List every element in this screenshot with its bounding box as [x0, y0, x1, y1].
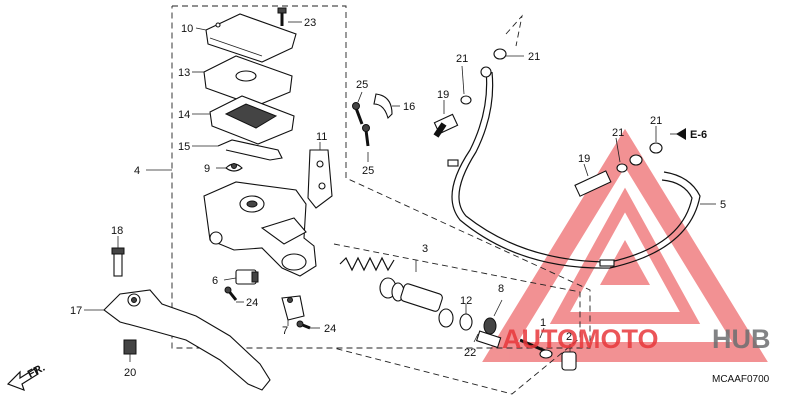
callout-15: 15 [178, 141, 190, 153]
reference-label: E-6 [690, 129, 707, 141]
callout-4: 4 [134, 165, 140, 177]
callout-16: 16 [403, 101, 415, 113]
callout-9: 9 [204, 163, 210, 175]
callout-14: 14 [178, 109, 190, 121]
brake-switch [235, 269, 259, 285]
watermark-logo [482, 128, 768, 362]
banjo-bolt-upper [433, 113, 459, 138]
watermark-brand-red: AUTOMOTO [502, 324, 659, 354]
callout-3: 3 [422, 243, 428, 255]
diaphragm [209, 95, 295, 145]
callout-labels: 10 23 13 14 15 9 4 11 25 16 25 19 21 21 … [70, 17, 726, 379]
callout-21-d: 21 [650, 115, 662, 127]
callout-12: 12 [460, 295, 472, 307]
reference-arrow [676, 128, 686, 140]
cap-screw [277, 7, 287, 26]
front-label: FR. [26, 362, 47, 381]
assembly-outline [171, 5, 591, 395]
diaphragm-plate [203, 55, 293, 107]
push-rod [519, 338, 553, 359]
pivot-nut [123, 339, 137, 355]
callout-21-c: 21 [612, 127, 624, 139]
holder-bolt-upper [352, 102, 364, 125]
banjo-bolt-lower [574, 170, 612, 197]
callout-19-upper: 19 [437, 89, 449, 101]
clip [225, 163, 243, 172]
sealing-washers [460, 48, 663, 173]
callout-23: 23 [304, 17, 316, 29]
float-plate [217, 139, 283, 161]
callout-13: 13 [178, 67, 190, 79]
piston-kit [339, 256, 502, 349]
callout-2: 2 [566, 331, 572, 343]
bracket-screw [296, 320, 311, 330]
callout-8: 8 [498, 283, 504, 295]
pivot-bolt [111, 247, 125, 277]
watermark-brand-gray: HUB [712, 324, 771, 354]
switch-bracket [281, 295, 305, 321]
callout-6: 6 [212, 275, 218, 287]
handlebar-clamp [373, 93, 393, 120]
brake-lever [103, 289, 271, 391]
callout-19-lower: 19 [578, 153, 590, 165]
callout-22: 22 [464, 347, 476, 359]
front-direction-marker: FR. [6, 362, 47, 392]
callout-21-a: 21 [456, 53, 468, 65]
holder-clamp [307, 149, 333, 209]
boot-cap [561, 351, 577, 371]
callout-25-lower: 25 [362, 165, 374, 177]
callout-11: 11 [316, 131, 327, 143]
callout-5: 5 [720, 199, 726, 211]
brake-hose [447, 66, 701, 269]
callout-1: 1 [540, 317, 546, 329]
holder-bolt-lower [362, 124, 370, 147]
callout-24-a: 24 [246, 297, 258, 309]
watermark-text: AUTOMOTO HUB [502, 324, 771, 354]
callout-18: 18 [111, 225, 123, 237]
master-cylinder-body [203, 181, 317, 277]
callout-17: 17 [70, 305, 82, 317]
callout-21-b: 21 [528, 51, 540, 63]
catalog-code: MCAAF0700 [712, 374, 770, 385]
callout-7: 7 [282, 325, 288, 337]
callout-25-upper: 25 [356, 79, 368, 91]
reservoir-cap [205, 13, 297, 63]
switch-screw [224, 286, 238, 301]
callout-20: 20 [124, 367, 136, 379]
callout-10: 10 [181, 23, 193, 35]
callout-24-b: 24 [324, 323, 336, 335]
leader-lines [84, 21, 716, 362]
